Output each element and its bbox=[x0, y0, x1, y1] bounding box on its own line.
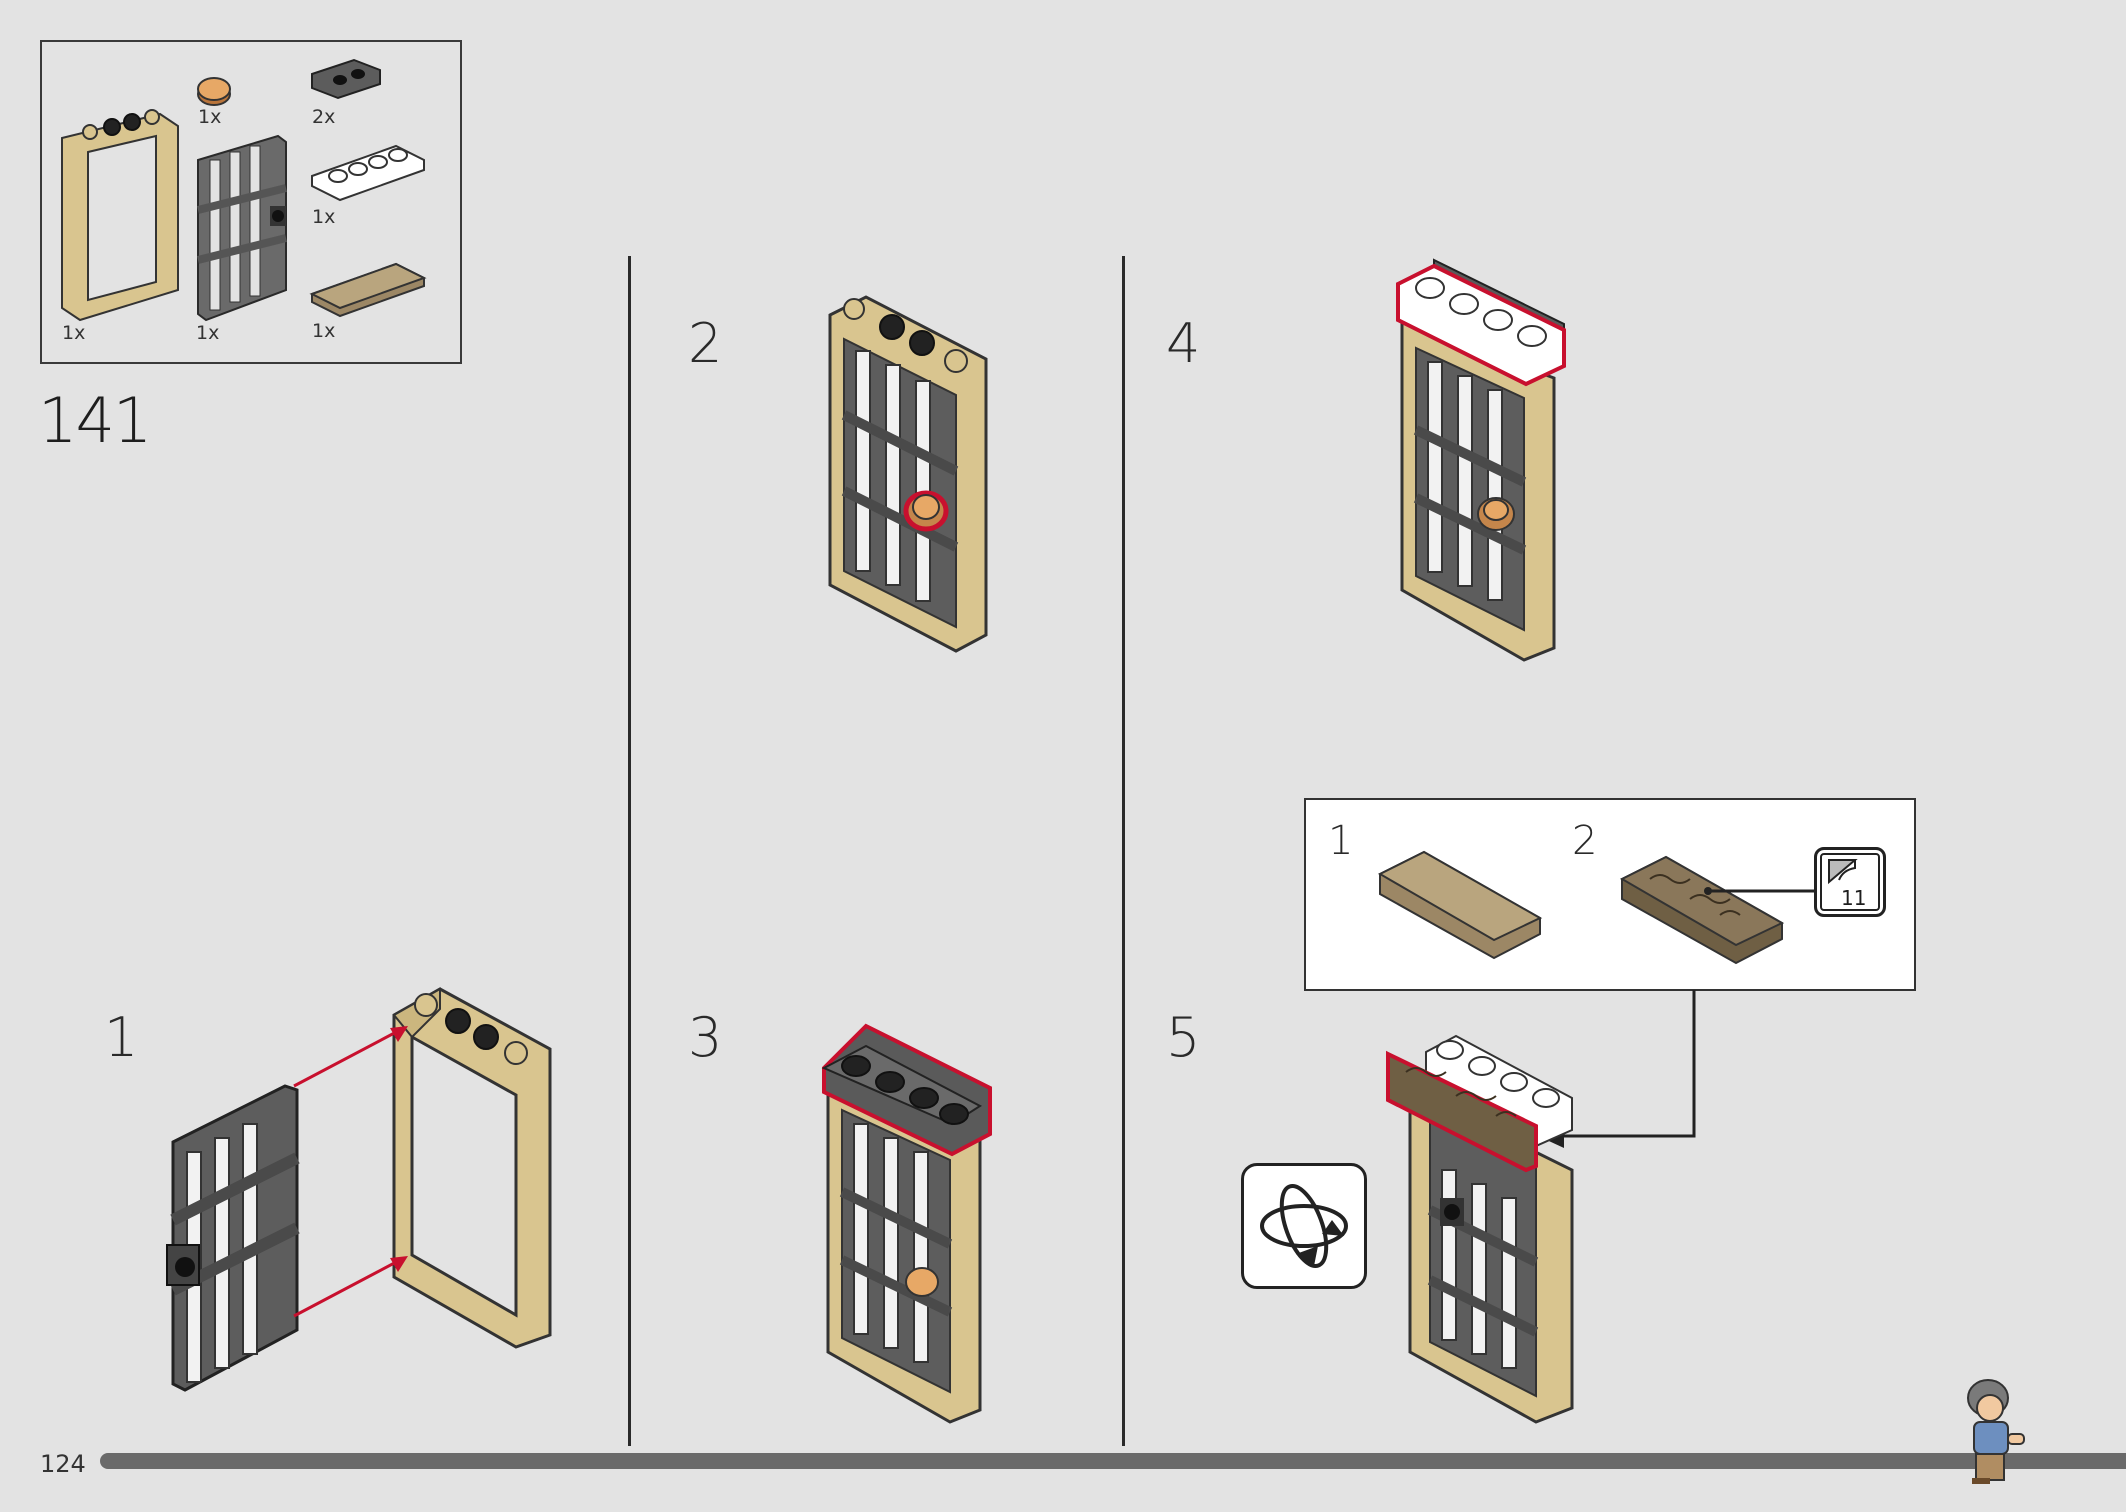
qty-label: 1x bbox=[312, 206, 336, 228]
sub-step-number: 5 bbox=[1166, 1006, 1201, 1069]
step2-door-assembly bbox=[828, 295, 988, 653]
step1-arrows bbox=[293, 1026, 408, 1318]
qty-label: 1x bbox=[62, 322, 86, 344]
sub-step-number: 3 bbox=[688, 1006, 723, 1069]
step1-door-frame bbox=[392, 987, 552, 1349]
column-divider bbox=[1122, 256, 1125, 1446]
page-number: 124 bbox=[40, 1450, 86, 1478]
dark-tan-tile-part bbox=[309, 262, 427, 318]
bar-door-part bbox=[197, 134, 287, 322]
sub-step-label: 2 bbox=[1572, 818, 1598, 864]
column-divider bbox=[628, 256, 631, 1446]
step3-door-assembly bbox=[821, 1023, 992, 1424]
qty-label: 1x bbox=[196, 322, 220, 344]
qty-label: 2x bbox=[312, 106, 336, 128]
sub-step-number: 2 bbox=[688, 312, 723, 375]
step4-door-assembly bbox=[1396, 258, 1566, 662]
progress-bar bbox=[100, 1453, 2126, 1469]
round-tile-part bbox=[197, 77, 231, 106]
qty-label: 1x bbox=[312, 320, 336, 342]
step-number: 141 bbox=[38, 384, 152, 457]
bracket-part bbox=[311, 58, 381, 100]
rotate-model-icon bbox=[1241, 1163, 1367, 1289]
white-plate-part bbox=[311, 144, 425, 202]
minifigure-progress-icon bbox=[1967, 1379, 2025, 1484]
sticker-number: 11 bbox=[1841, 886, 1867, 910]
tan-door-frame-part bbox=[61, 109, 179, 322]
sub-step-number: 4 bbox=[1166, 312, 1201, 375]
decorated-tile-substep bbox=[1619, 855, 1785, 965]
sub-step-number: 1 bbox=[104, 1006, 139, 1069]
sticker-icon: 11 bbox=[1814, 847, 1886, 917]
qty-label: 1x bbox=[198, 106, 222, 128]
step5-door-assembly bbox=[1386, 1034, 1574, 1424]
sticker-leader-line bbox=[1708, 889, 1818, 893]
plain-tile-substep bbox=[1377, 850, 1543, 960]
step1-bar-door bbox=[166, 1084, 300, 1392]
sub-step-label: 1 bbox=[1328, 818, 1354, 864]
